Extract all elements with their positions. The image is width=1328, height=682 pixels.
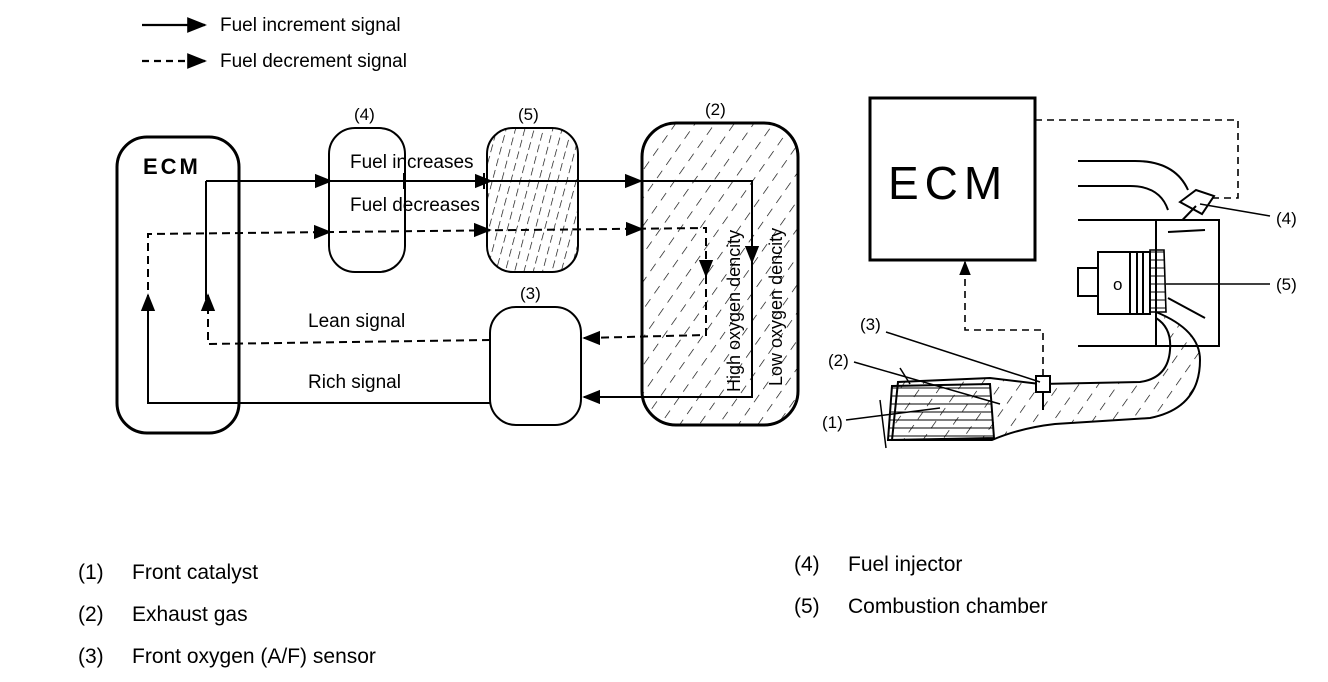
key-item-text: Combustion chamber xyxy=(848,595,1048,618)
key-item-fuel-injector: (4) Fuel injector xyxy=(794,552,962,578)
exhaust-gas-box xyxy=(640,121,800,427)
rich-signal-label: Rich signal xyxy=(308,372,401,393)
ecm-box xyxy=(115,135,241,435)
key-item-number: (5) xyxy=(794,595,820,618)
rich-path xyxy=(584,262,753,398)
callout-1: (1) xyxy=(822,413,843,432)
engine-ecm-label: ECM xyxy=(888,157,1008,209)
callout-3: (3) xyxy=(860,315,881,334)
key-item-text: Exhaust gas xyxy=(132,603,248,626)
combustion-chamber xyxy=(1149,249,1167,313)
key-item-number: (4) xyxy=(794,553,820,576)
key-item-front-catalyst: (1) Front catalyst xyxy=(78,560,258,586)
high-oxygen-label: High oxygen dencity xyxy=(724,230,744,392)
fuel-increases-label: Fuel increases xyxy=(350,152,474,173)
key-item-number: (1) xyxy=(78,561,104,584)
decrement-label: Fuel decrement signal xyxy=(220,51,407,72)
increment-label: Fuel increment signal xyxy=(220,15,401,36)
engine-ecm-box xyxy=(868,96,1037,262)
front-catalyst xyxy=(886,382,996,442)
key-item-text: Fuel injector xyxy=(848,553,963,576)
box3-number: (3) xyxy=(520,284,541,303)
key-item-text: Front oxygen (A/F) sensor xyxy=(132,645,376,668)
legend: Fuel increment signal Fuel decrement sig… xyxy=(142,15,407,72)
fuel-injector xyxy=(1178,188,1216,216)
key-item-text: Front catalyst xyxy=(132,561,259,584)
front-oxygen-sensor xyxy=(1035,375,1051,393)
lean-path xyxy=(583,276,707,339)
piston xyxy=(1097,251,1151,315)
intake-pipe xyxy=(1078,160,1189,211)
key-item-number: (3) xyxy=(78,645,104,668)
callout-5: (5) xyxy=(1276,275,1297,294)
fuel-injector-box xyxy=(328,127,406,273)
engine-schematic: ECM o (4) xyxy=(822,96,1297,449)
piston-pin: o xyxy=(1113,275,1122,294)
fuel-decreases-label: Fuel decreases xyxy=(350,195,480,216)
ecm-label: ECM xyxy=(143,154,201,179)
key-item-combustion-chamber: (5) Combustion chamber xyxy=(794,594,1048,620)
lean-signal-label: Lean signal xyxy=(308,311,405,332)
callout-4: (4) xyxy=(1276,209,1297,228)
ecm-injector-wire xyxy=(1035,119,1239,199)
combustion-chamber-box xyxy=(486,127,579,273)
key-item-exhaust-gas: (2) Exhaust gas xyxy=(78,602,248,628)
box5-number: (5) xyxy=(518,105,539,124)
flow-diagram: ECM (4) (5) (2) (3) Fuel increase xyxy=(115,100,800,435)
low-oxygen-label: Low oxygen dencity xyxy=(766,228,786,386)
oxygen-sensor-box xyxy=(489,306,582,426)
key-item-oxygen-sensor: (3) Front oxygen (A/F) sensor xyxy=(78,644,376,670)
box2-number: (2) xyxy=(705,100,726,119)
box4-number: (4) xyxy=(354,105,375,124)
callout-2: (2) xyxy=(828,351,849,370)
sensor-ecm-wire xyxy=(964,270,1044,376)
decrement-path xyxy=(147,226,707,290)
key-item-number: (2) xyxy=(78,603,104,626)
